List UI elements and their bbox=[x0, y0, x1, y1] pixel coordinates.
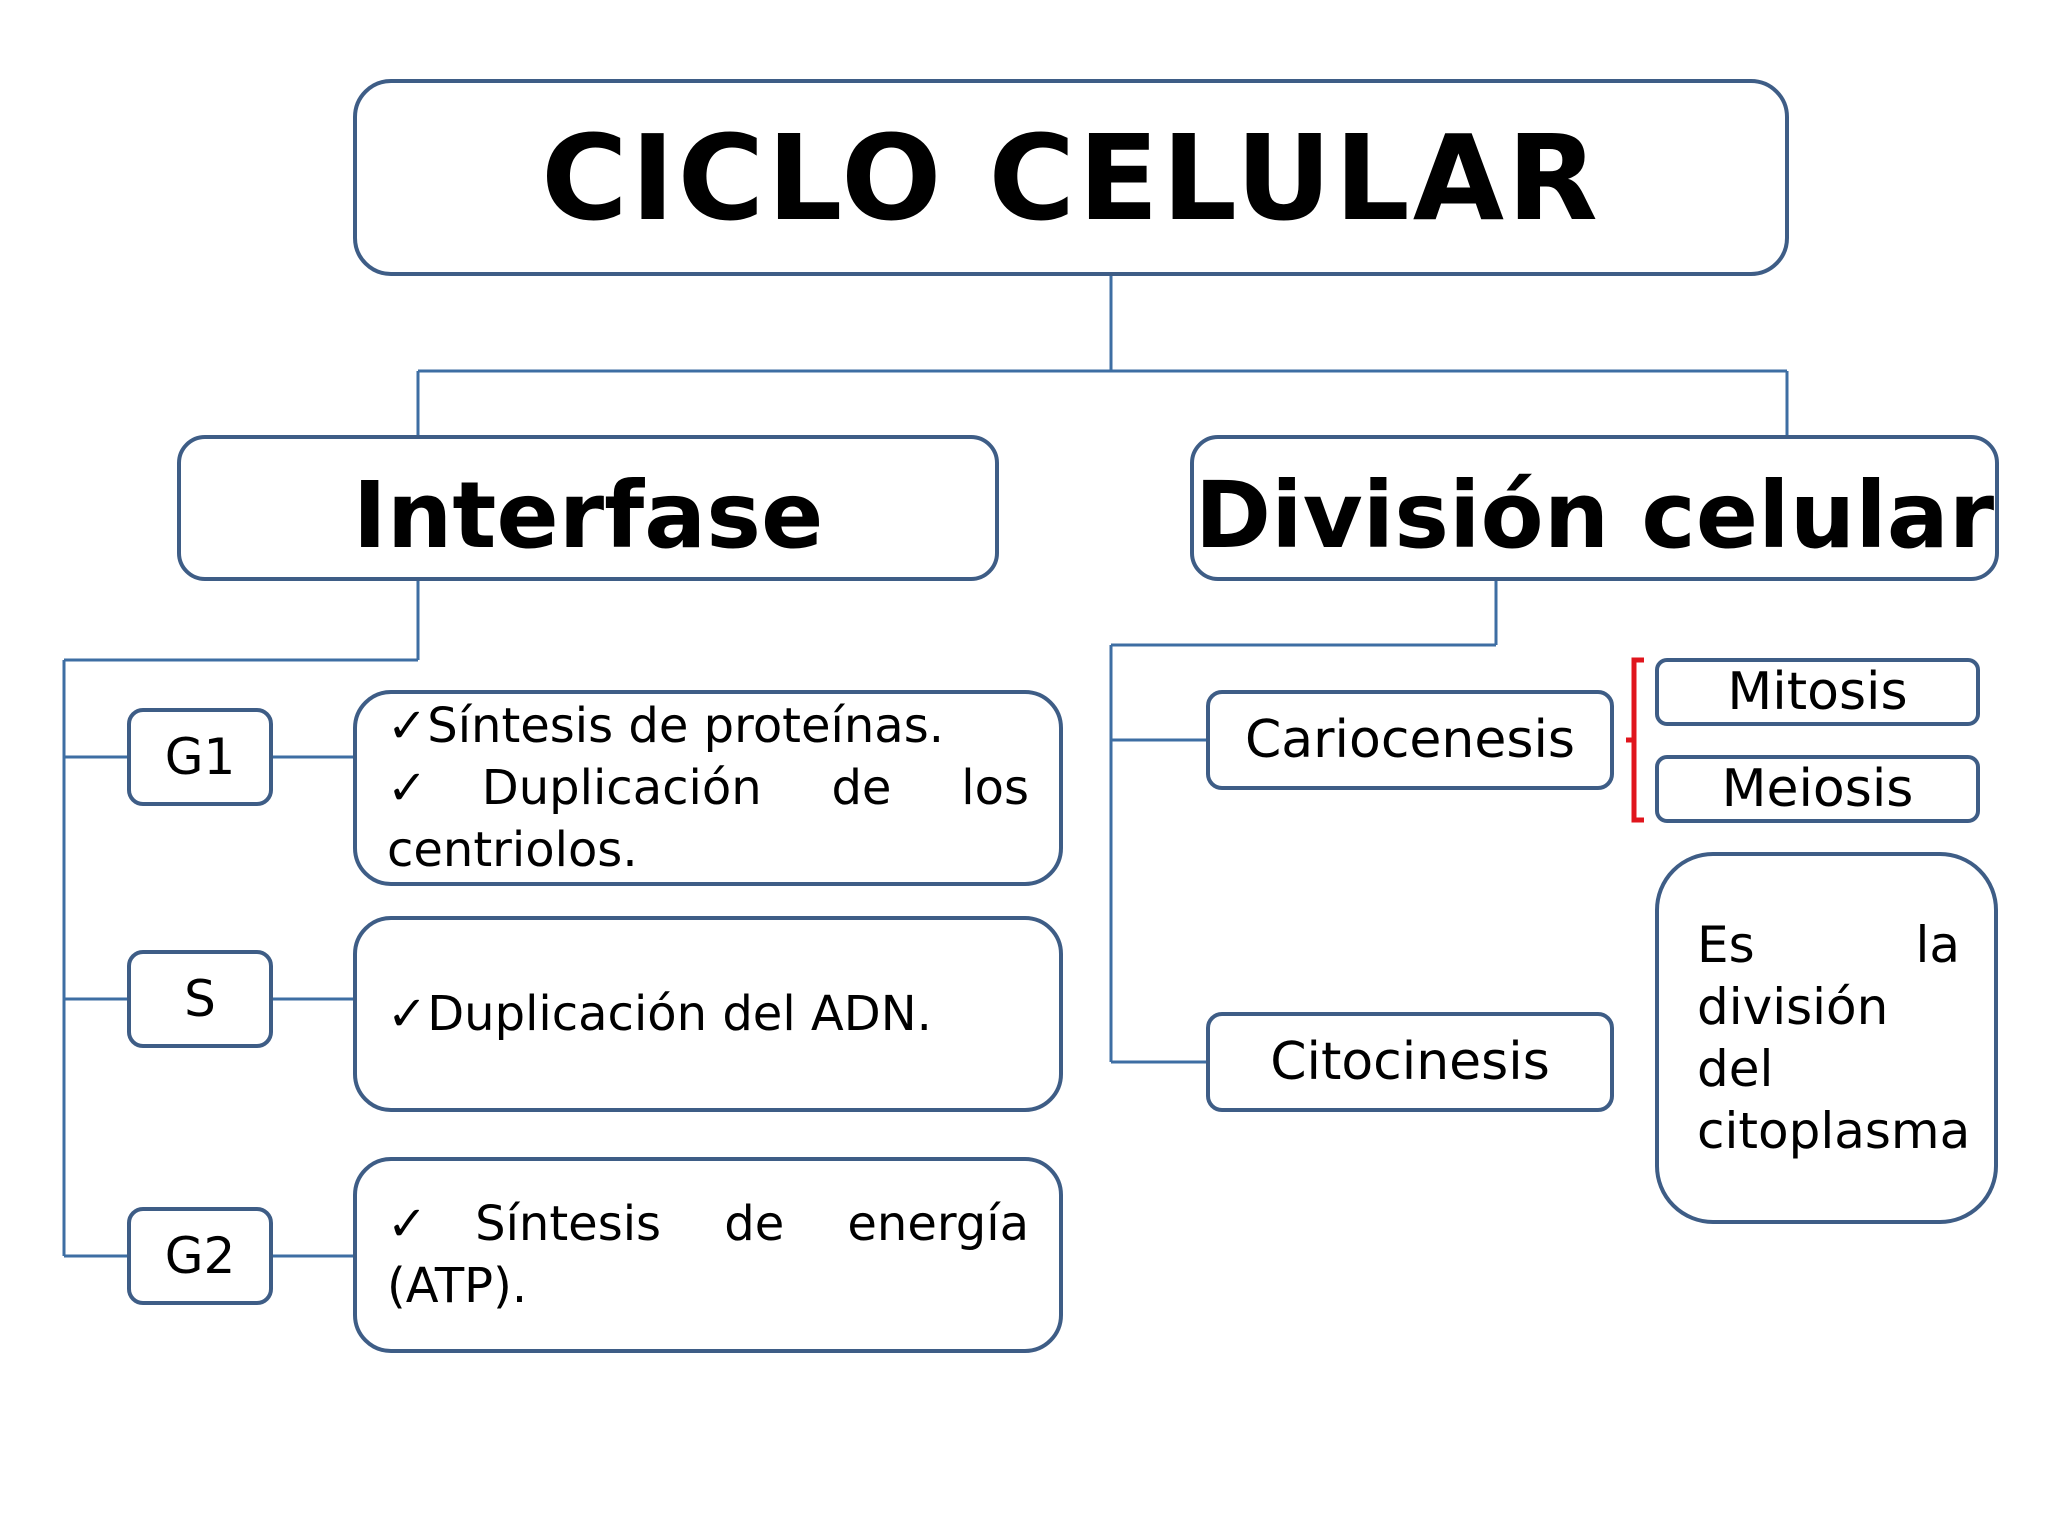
mitosis-label: Mitosis bbox=[1727, 662, 1908, 722]
g1-description-box: ✓Síntesis de proteínas. ✓Duplicación de … bbox=[353, 690, 1063, 886]
meiosis-box: Meiosis bbox=[1655, 755, 1980, 823]
brace-icon bbox=[1626, 657, 1644, 823]
cariocenesis-box: Cariocenesis bbox=[1206, 690, 1614, 790]
phase-g1-box: G1 bbox=[127, 708, 273, 806]
phase-label: G1 bbox=[164, 728, 236, 786]
mitosis-box: Mitosis bbox=[1655, 658, 1980, 726]
phase-g2-box: G2 bbox=[127, 1207, 273, 1305]
citocinesis-definition-box: Es la división del citoplasma bbox=[1655, 852, 1998, 1224]
page-title: CICLO CELULAR bbox=[541, 108, 1601, 247]
phase-label: G2 bbox=[164, 1227, 236, 1285]
s-description: ✓Duplicación del ADN. bbox=[387, 986, 932, 1042]
cariocenesis-label: Cariocenesis bbox=[1245, 710, 1575, 770]
meiosis-label: Meiosis bbox=[1721, 759, 1914, 819]
phase-s-box: S bbox=[127, 950, 273, 1048]
g2-description: ✓Síntesis de energía (ATP). bbox=[387, 1196, 1029, 1314]
g2-description-box: ✓Síntesis de energía (ATP). bbox=[353, 1157, 1063, 1353]
phase-label: S bbox=[184, 970, 216, 1028]
division-label: División celular bbox=[1194, 462, 1995, 569]
division-box: División celular bbox=[1190, 435, 1999, 581]
title-box: CICLO CELULAR bbox=[353, 79, 1789, 276]
s-description-box: ✓Duplicación del ADN. bbox=[353, 916, 1063, 1112]
citocinesis-box: Citocinesis bbox=[1206, 1012, 1614, 1112]
interfase-box: Interfase bbox=[177, 435, 999, 581]
citocinesis-label: Citocinesis bbox=[1270, 1032, 1550, 1092]
citocinesis-definition: Es la división del citoplasma bbox=[1697, 916, 1971, 1160]
interfase-label: Interfase bbox=[352, 462, 824, 569]
g1-description: ✓Síntesis de proteínas. ✓Duplicación de … bbox=[387, 698, 1029, 878]
